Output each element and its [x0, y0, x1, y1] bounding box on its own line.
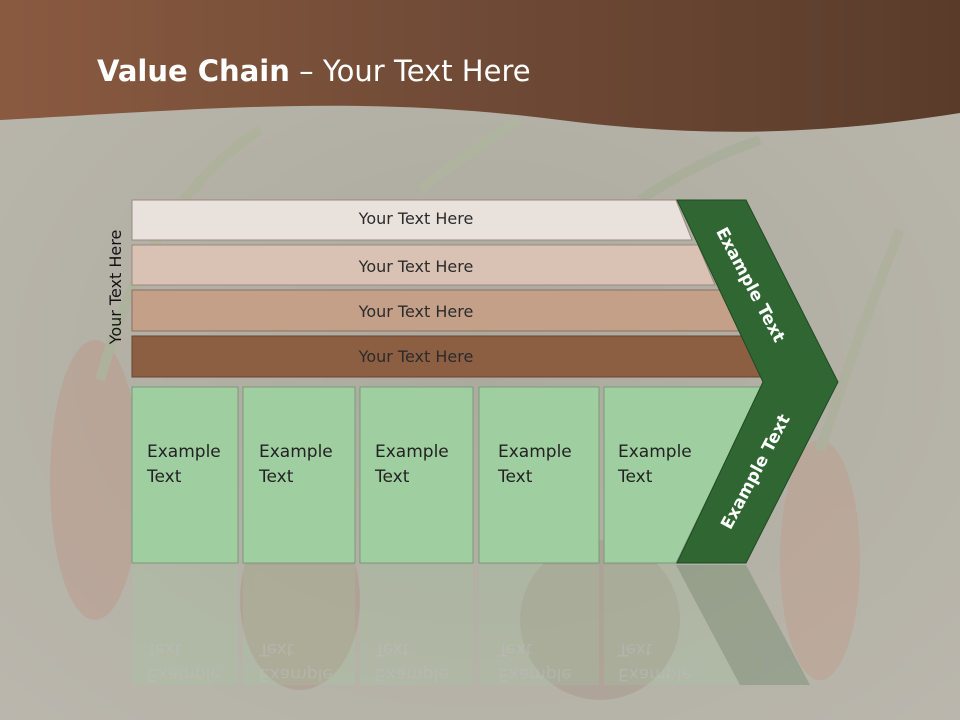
- box-4-line2: Text: [498, 467, 533, 487]
- bar-1-label: Your Text Here: [358, 209, 474, 228]
- box-3: [359, 386, 474, 564]
- box-4-reflection: Example Text: [498, 636, 572, 686]
- box-1-reflection-line2: Text: [147, 639, 182, 659]
- box-3-line2: Text: [375, 467, 410, 487]
- box-2-line2: Text: [259, 467, 294, 487]
- box-reflection: [132, 565, 810, 685]
- chevron-arrow: [676, 199, 839, 564]
- bar-2-label: Your Text Here: [358, 257, 474, 276]
- box-1-reflection: Example Text: [147, 636, 221, 686]
- box-5: [603, 386, 763, 564]
- box-4-reflection-line2: Text: [498, 639, 533, 659]
- box-5-reflection-line1: Example: [618, 664, 692, 684]
- box-1-line1: Example: [147, 442, 221, 462]
- box-3-line1: Example: [375, 442, 449, 462]
- box-1-reflection-line1: Example: [147, 664, 221, 684]
- vertical-label: Your Text Here: [106, 229, 125, 345]
- header-band: [0, 0, 960, 132]
- box-2-reflection-line1: Example: [259, 664, 333, 684]
- bar-stack: [131, 199, 765, 378]
- bar-1: [131, 199, 693, 241]
- box-1: [131, 386, 239, 564]
- box-5-line1: Example: [618, 442, 692, 462]
- title-separator: –: [299, 54, 314, 88]
- bar-4-label: Your Text Here: [358, 347, 474, 366]
- box-5-reflection: Example Text: [618, 636, 692, 686]
- bar-2: [131, 244, 716, 286]
- title-bold: Value Chain: [97, 54, 290, 88]
- box-3-reflection: Example Text: [375, 636, 449, 686]
- box-5-reflection-line2: Text: [618, 639, 653, 659]
- box-4-line1: Example: [498, 442, 572, 462]
- box-4: [478, 386, 600, 564]
- title-rest: Your Text Here: [322, 54, 531, 88]
- box-3-reflection-line2: Text: [375, 639, 410, 659]
- box-2-reflection: Example Text: [259, 636, 333, 686]
- box-5-line2: Text: [618, 467, 653, 487]
- box-3-reflection-line1: Example: [375, 664, 449, 684]
- box-2-reflection-line2: Text: [259, 639, 294, 659]
- bar-3-label: Your Text Here: [358, 302, 474, 321]
- box-1-line2: Text: [147, 467, 182, 487]
- box-row: [131, 386, 763, 564]
- box-2-line1: Example: [259, 442, 333, 462]
- box-2: [242, 386, 356, 564]
- slide-title: Value Chain – Your Text Here: [97, 54, 531, 88]
- box-4-reflection-line1: Example: [498, 664, 572, 684]
